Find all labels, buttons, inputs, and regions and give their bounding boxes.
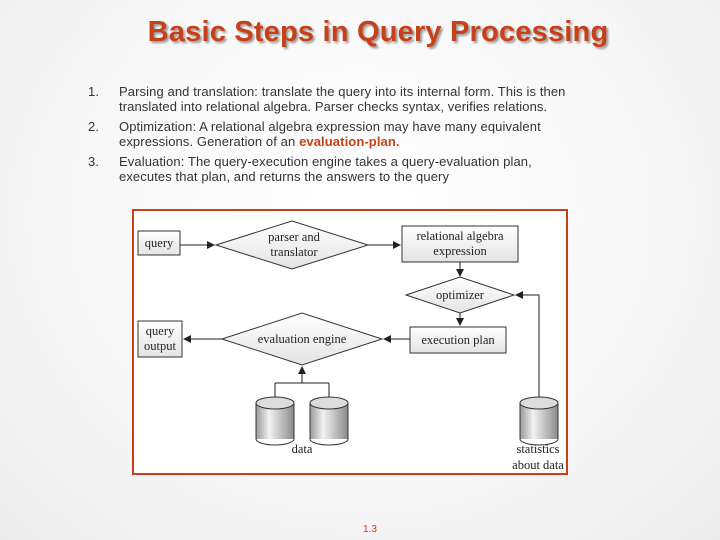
step-2: 2. Optimization: A relational algebra ex…: [88, 119, 588, 149]
statistics-label-line1: statistics: [516, 442, 559, 456]
step-3-text: Evaluation: The query-execution engine t…: [119, 154, 532, 184]
statistics-label-line2: about data: [512, 458, 564, 472]
data-label: data: [292, 442, 313, 456]
optimizer-label: optimizer: [436, 288, 485, 302]
step-1-number: 1.: [88, 84, 100, 99]
step-3: 3. Evaluation: The query-execution engin…: [88, 154, 588, 184]
statistics-cylinder: [519, 396, 559, 446]
arrow-statistics-to-optimizer: [515, 291, 540, 397]
step-2-text: Optimization: A relational algebra expre…: [119, 119, 588, 149]
diagram-canvas: query parser and translator relational a…: [137, 220, 564, 472]
step-1-text: Parsing and translation: translate the q…: [119, 84, 566, 114]
execution-plan-box: [409, 326, 507, 354]
steps-list: 1. Parsing and translation: translate th…: [88, 84, 588, 189]
parser-label-line2: translator: [270, 245, 318, 259]
page-number: 1.3: [363, 524, 377, 535]
data-cylinder-2: [309, 396, 349, 446]
query-output-box: [137, 320, 183, 358]
execution-plan-label: execution plan: [421, 333, 495, 347]
step-2-number: 2.: [88, 119, 100, 134]
data-cylinder-1: [255, 396, 295, 446]
evaluation-engine-diamond: [220, 312, 384, 366]
parser-label-line1: parser and: [268, 230, 320, 244]
query-output-label-line2: output: [144, 339, 176, 353]
relational-algebra-label-line1: relational algebra: [416, 229, 504, 243]
evaluation-engine-label: evaluation engine: [258, 332, 347, 346]
optimizer-diamond: [404, 276, 516, 314]
query-output-label-line1: query: [146, 324, 175, 338]
step-1: 1. Parsing and translation: translate th…: [88, 84, 588, 114]
step-2-highlight: evaluation-plan.: [299, 134, 400, 149]
query-label: query: [145, 236, 174, 250]
relational-algebra-label-line2: expression: [433, 244, 487, 258]
step-2-text-main: Optimization: A relational algebra expre…: [119, 119, 541, 149]
query-box: [137, 230, 181, 256]
query-processing-diagram: query parser and translator relational a…: [132, 209, 568, 475]
relational-algebra-box: [401, 225, 519, 263]
step-3-number: 3.: [88, 154, 100, 169]
slide-title: Basic Steps in Query Processing: [147, 16, 609, 48]
